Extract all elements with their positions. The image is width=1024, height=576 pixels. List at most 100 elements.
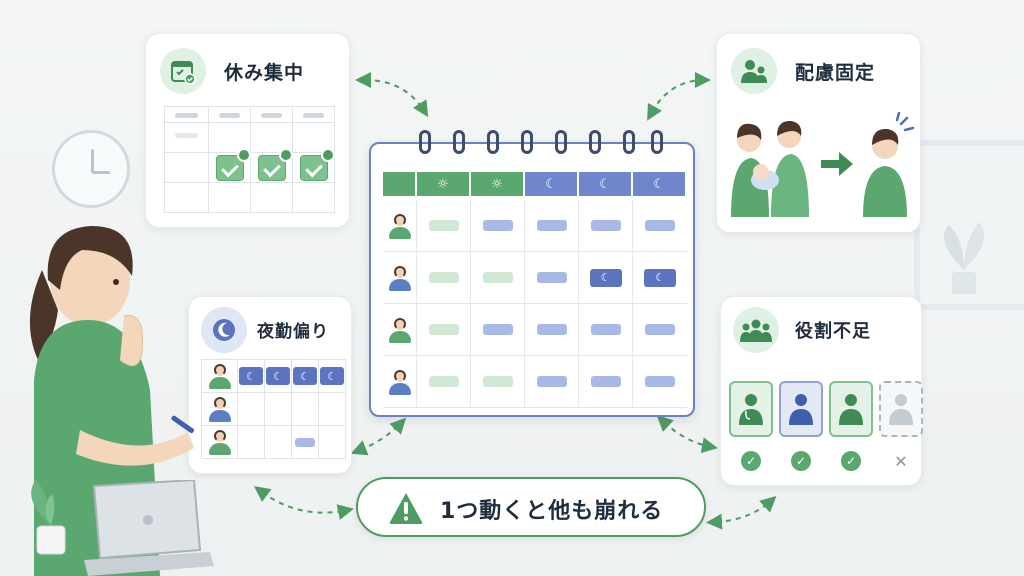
calendar-ring-icon bbox=[419, 130, 431, 154]
staff-avatar bbox=[206, 395, 234, 423]
calendar-cell[interactable] bbox=[417, 200, 471, 251]
check-status-icon: ✓ bbox=[841, 451, 861, 471]
day-shift-sun-icon: ☼ bbox=[471, 172, 523, 196]
calendar-cell[interactable] bbox=[525, 252, 579, 303]
calendar-ring-icon bbox=[651, 130, 663, 154]
check-status-icon: ✓ bbox=[791, 451, 811, 471]
role-shortage-card: 役割不足 ✓ ✓ ✓ ✕ bbox=[720, 296, 923, 486]
role-slot-doctor bbox=[729, 381, 773, 437]
night-shift-bias-card: 夜勤偏り ☾ ☾ ☾ ☾ bbox=[188, 296, 352, 474]
shift-block bbox=[536, 272, 567, 283]
shift-block bbox=[645, 324, 675, 335]
night-shift-moon-icon: ☾ bbox=[320, 367, 344, 385]
role-slot-empty bbox=[879, 381, 923, 437]
calendar-cell[interactable] bbox=[633, 200, 687, 251]
night-shift-moon-icon: ☾ bbox=[266, 367, 290, 385]
shift-block bbox=[295, 437, 315, 447]
calendar-cell[interactable]: ☾ bbox=[633, 252, 687, 303]
calendar-cell[interactable] bbox=[525, 304, 579, 355]
calendar-cell[interactable] bbox=[417, 252, 471, 303]
calendar-cell[interactable] bbox=[525, 200, 579, 251]
shift-block bbox=[536, 376, 567, 387]
calendar-ring-icon bbox=[623, 130, 635, 154]
people-icon bbox=[731, 48, 777, 94]
staff-avatar bbox=[386, 316, 414, 344]
shift-block bbox=[536, 220, 567, 231]
check-status-icon: ✓ bbox=[741, 451, 761, 471]
staff-avatar bbox=[386, 212, 414, 240]
night-shift-moon-icon: ☾ bbox=[525, 172, 577, 196]
card-title: 配慮固定 bbox=[795, 62, 876, 84]
night-shift-grid: ☾ ☾ ☾ ☾ bbox=[201, 359, 346, 459]
staff-avatar bbox=[206, 362, 234, 390]
warning-icon bbox=[389, 493, 423, 524]
calendar-row bbox=[383, 200, 687, 252]
day-shift-sun-icon: ☼ bbox=[417, 172, 469, 196]
staff-icon bbox=[789, 394, 813, 425]
plant-icon bbox=[31, 478, 71, 555]
night-shift-moon-icon: ☾ bbox=[293, 367, 317, 385]
calendar-cell[interactable] bbox=[579, 200, 633, 251]
shift-block bbox=[590, 324, 621, 335]
shift-block bbox=[482, 324, 513, 335]
shift-block bbox=[482, 220, 513, 231]
shift-block bbox=[428, 376, 459, 387]
calendar-cell[interactable] bbox=[633, 356, 687, 407]
calendar-cell[interactable] bbox=[579, 356, 633, 407]
moon-icon bbox=[201, 307, 247, 353]
shift-block bbox=[428, 272, 459, 283]
night-shift-moon-icon: ☾ bbox=[579, 172, 631, 196]
shift-block bbox=[536, 324, 567, 335]
calendar-cell[interactable] bbox=[471, 252, 525, 303]
calendar-cell[interactable] bbox=[471, 200, 525, 251]
shift-block bbox=[645, 376, 675, 387]
night-shift-moon-icon: ☾ bbox=[239, 367, 263, 385]
shift-block bbox=[428, 220, 459, 231]
laptop-icon bbox=[84, 480, 214, 576]
shift-block bbox=[482, 376, 513, 387]
calendar-header-corner bbox=[383, 172, 415, 196]
warning-text: 1つ動くと他も崩れる bbox=[440, 499, 664, 524]
calendar-ring-icon bbox=[555, 130, 567, 154]
calendar-cell[interactable] bbox=[525, 356, 579, 407]
empty-person-icon bbox=[889, 394, 913, 425]
calendar-check-icon bbox=[160, 48, 206, 94]
shift-block bbox=[590, 376, 621, 387]
rest-concentration-card: 休み集中 bbox=[145, 33, 350, 228]
shift-block bbox=[645, 220, 675, 231]
calendar-cell[interactable] bbox=[471, 356, 525, 407]
cross-status-icon: ✕ bbox=[894, 451, 908, 471]
night-shift-moon-icon: ☾ bbox=[633, 172, 685, 196]
card-title: 役割不足 bbox=[795, 321, 871, 342]
calendar-row: ☾☾ bbox=[383, 252, 687, 304]
calendar-ring-icon bbox=[487, 130, 499, 154]
calendar-ring-icon bbox=[453, 130, 465, 154]
shift-block bbox=[428, 324, 459, 335]
staff-icon bbox=[839, 394, 863, 425]
calendar-cell[interactable] bbox=[417, 304, 471, 355]
care-fixed-card: 配慮固定 bbox=[716, 33, 921, 233]
card-title: 夜勤偏り bbox=[257, 322, 329, 342]
care-illustration bbox=[731, 112, 915, 217]
calendar-cell[interactable] bbox=[579, 304, 633, 355]
rest-check-icon bbox=[215, 147, 251, 181]
role-slot-staff bbox=[829, 381, 873, 437]
calendar-row bbox=[383, 356, 687, 408]
shift-block bbox=[482, 272, 513, 283]
calendar-cell[interactable]: ☾ bbox=[579, 252, 633, 303]
night-shift-moon-icon: ☾ bbox=[644, 268, 676, 287]
calendar-cell[interactable] bbox=[417, 356, 471, 407]
shift-block bbox=[590, 220, 621, 231]
calendar-row bbox=[383, 304, 687, 356]
calendar-cell[interactable] bbox=[633, 304, 687, 355]
calendar-ring-icon bbox=[521, 130, 533, 154]
calendar-cell[interactable] bbox=[471, 304, 525, 355]
role-slot-staff bbox=[779, 381, 823, 437]
shift-calendar: ☼☼☾☾☾ ☾☾ bbox=[369, 130, 695, 417]
wall-clock-icon bbox=[52, 130, 130, 208]
staff-avatar bbox=[206, 428, 234, 456]
staff-avatar bbox=[386, 368, 414, 396]
team-icon bbox=[733, 307, 779, 353]
warning-banner: 1つ動くと他も崩れる bbox=[356, 477, 706, 537]
